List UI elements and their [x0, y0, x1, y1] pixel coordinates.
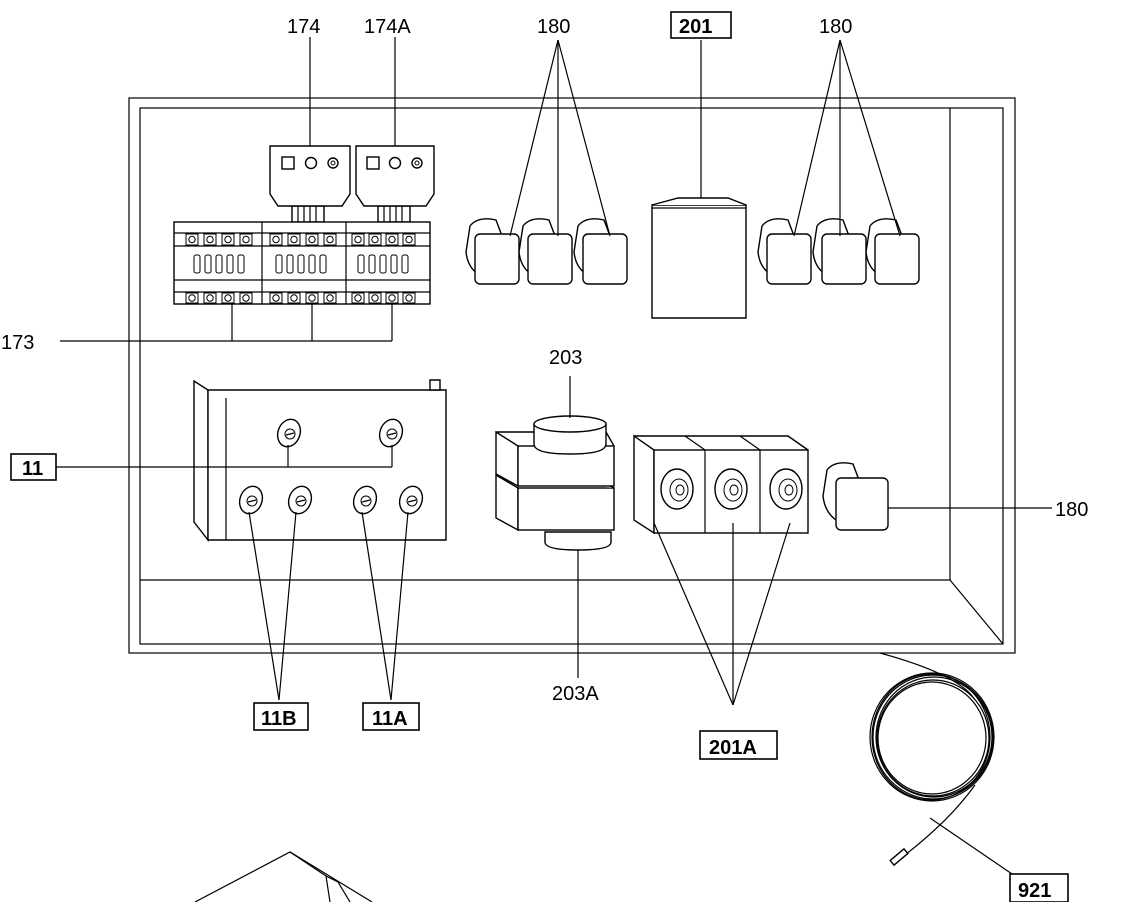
- leader-lines: [56, 37, 1052, 706]
- fuse-11a-left: [352, 485, 378, 515]
- fuse-11-top-left: [276, 418, 302, 448]
- fuse-11b-right: [287, 485, 313, 515]
- fuse-11-top-right: [378, 418, 404, 448]
- label-180-right: 180: [1055, 499, 1088, 521]
- label-180-top-left: 180: [537, 16, 570, 38]
- fuse-11a-right: [398, 485, 424, 515]
- indicator-lamp-180-single: [822, 462, 889, 531]
- label-180-top-right: 180: [819, 16, 852, 38]
- indicator-lamps-180-right: [757, 218, 920, 285]
- label-173: 173: [1, 332, 34, 354]
- label-11: 11: [22, 458, 43, 480]
- fuse-11b-left: [238, 485, 264, 515]
- label-203a: 203A: [552, 683, 599, 705]
- label-921: 921: [1018, 880, 1051, 902]
- fuse-holders-201a: [633, 434, 809, 535]
- part-labels: 174 174A 180 201 180 173 203 11 180 11B …: [1, 11, 1088, 902]
- label-11a: 11A: [372, 708, 408, 730]
- partial-enclosure-bottom: [194, 851, 373, 902]
- label-174: 174: [287, 16, 320, 38]
- transformer-201: [651, 197, 747, 319]
- relay-174: [269, 145, 351, 223]
- label-201a: 201A: [709, 737, 757, 759]
- enclosure-cabinet: [128, 97, 1016, 654]
- label-11b: 11B: [261, 708, 297, 730]
- fuse-holder-plate-11: [193, 379, 447, 543]
- terminal-block-173: [173, 221, 431, 305]
- label-203: 203: [549, 347, 582, 369]
- contactor-203-stack: [495, 415, 615, 551]
- label-201: 201: [679, 16, 712, 38]
- relay-174a: [355, 145, 435, 223]
- indicator-lamps-180-left: [465, 218, 628, 285]
- label-174a: 174A: [364, 16, 411, 38]
- capillary-sensor-921: [869, 652, 1016, 877]
